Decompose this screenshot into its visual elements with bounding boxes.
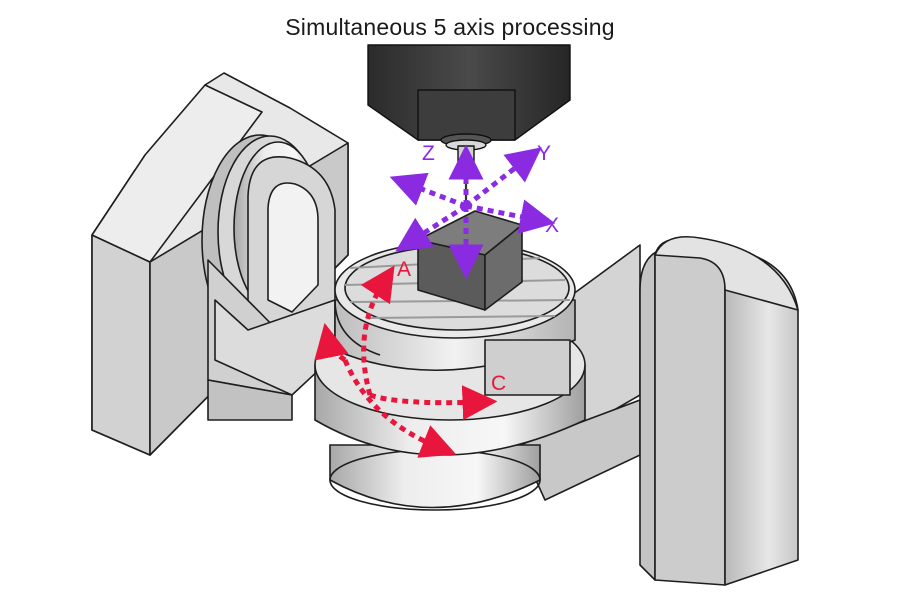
trunnion-arm-left	[207, 156, 336, 421]
spindle-head	[367, 44, 571, 206]
diagram-title: Simultaneous 5 axis processing	[285, 14, 615, 40]
y-axis-arrow-back	[395, 203, 468, 252]
x-axis-arrow-back	[389, 172, 467, 209]
x-axis-arrow	[465, 199, 556, 234]
rotary-axis-arrows	[314, 265, 498, 458]
y-axis-arrow	[464, 147, 542, 208]
c-axis-arc-arrow	[314, 322, 349, 363]
right-pillar	[639, 236, 799, 586]
c-axis-arc-arrow-bottom	[342, 359, 457, 458]
axis-label-c: C	[491, 372, 506, 395]
axis-label-x: X	[545, 214, 559, 237]
axis-label-a: A	[397, 258, 411, 281]
a-axis-arc-arrow	[360, 265, 395, 396]
axis-label-z: Z	[422, 142, 435, 165]
linear-axis-arrows	[389, 144, 556, 280]
axis-label-y: Y	[537, 142, 551, 165]
